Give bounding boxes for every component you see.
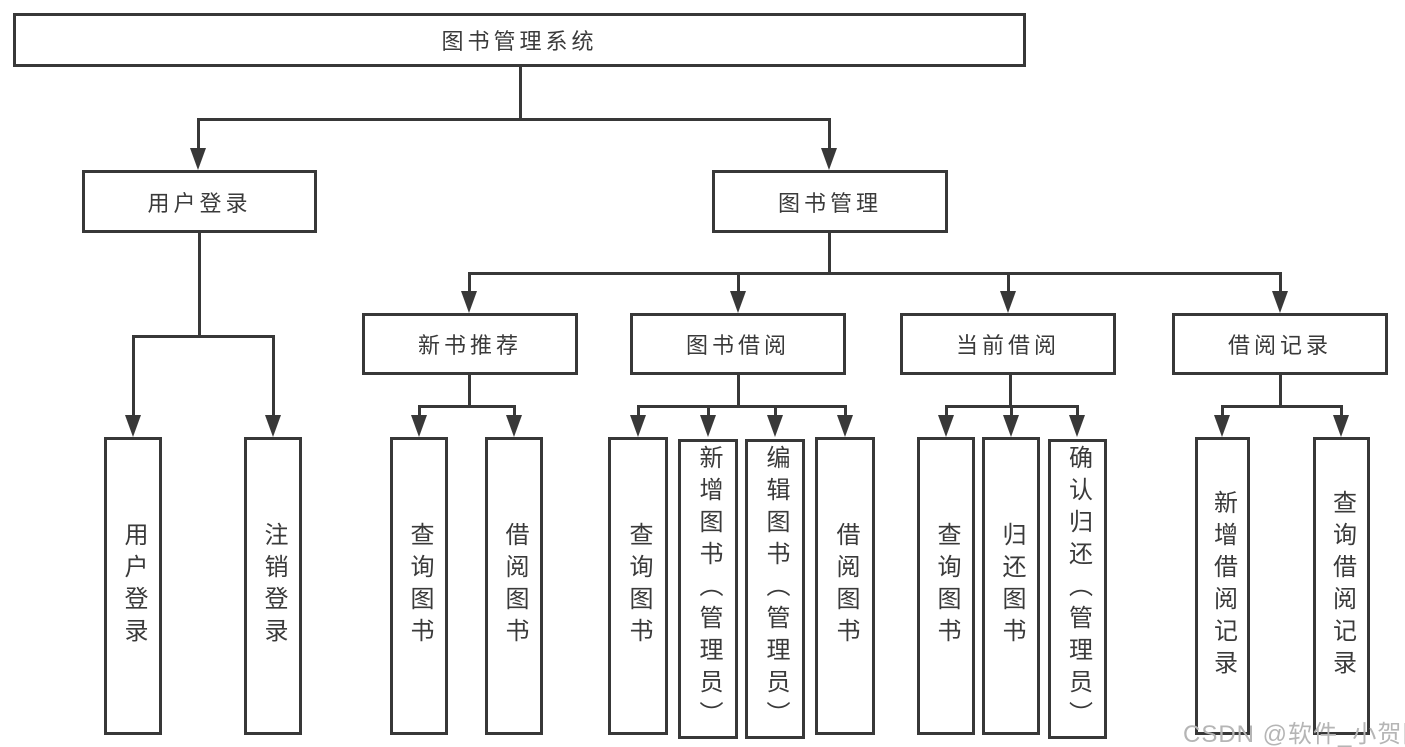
- connector-borrowing-records-stem: [1279, 375, 1282, 405]
- connector-book-management-hbar: [468, 272, 1282, 275]
- leaf-borrowing-add-book-admin: 新增图书（管理员）: [678, 439, 738, 739]
- node-current-borrowing: 当前借阅: [900, 313, 1116, 375]
- node-user-login: 用户登录: [82, 170, 317, 233]
- connector-root-stem: [519, 67, 522, 118]
- connector-new-book-recommend-stem: [468, 375, 471, 405]
- connector-drop: [1076, 405, 1079, 417]
- arrow-down-icon: [767, 415, 783, 437]
- arrow-down-icon: [1272, 291, 1288, 313]
- leaf-borrowing-query-book: 查询图书: [608, 437, 668, 735]
- connector-drop: [774, 405, 777, 417]
- connector-user-login-stem: [198, 233, 201, 335]
- arrow-down-icon: [821, 148, 837, 170]
- leaf-recommend-query-book: 查询图书: [390, 437, 448, 735]
- connector-root-hbar: [197, 118, 831, 121]
- arrow-down-icon: [461, 291, 477, 313]
- connector-book-borrowing-hbar: [637, 405, 846, 408]
- arrow-down-icon: [700, 415, 716, 437]
- connector-drop-book-borrowing: [737, 272, 740, 295]
- node-root: 图书管理系统: [13, 13, 1026, 67]
- arrow-down-icon: [1000, 291, 1016, 313]
- connector-current-borrowing-stem: [1009, 375, 1012, 405]
- connector-drop: [1221, 405, 1224, 417]
- connector-book-borrowing-stem: [737, 375, 740, 405]
- connector-drop: [945, 405, 948, 417]
- arrow-down-icon: [506, 415, 522, 437]
- leaf-logout: 注销登录: [244, 437, 302, 735]
- connector-drop-leaf-logout: [272, 335, 275, 417]
- connector-drop: [637, 405, 640, 417]
- connector-drop-borrowing-records: [1279, 272, 1282, 295]
- connector-drop: [1340, 405, 1343, 417]
- arrow-down-icon: [938, 415, 954, 437]
- connector-book-management-stem: [828, 233, 831, 272]
- arrow-down-icon: [1003, 415, 1019, 437]
- leaf-borrowing-borrow-book: 借阅图书: [815, 437, 875, 735]
- connector-drop-new-book-recommend: [468, 272, 471, 295]
- connector-drop: [707, 405, 710, 417]
- arrow-down-icon: [630, 415, 646, 437]
- connector-drop: [418, 405, 421, 417]
- arrow-down-icon: [1214, 415, 1230, 437]
- connector-drop: [1010, 405, 1013, 417]
- connector-new-book-recommend-hbar: [418, 405, 516, 408]
- arrow-down-icon: [125, 415, 141, 437]
- arrow-down-icon: [1069, 415, 1085, 437]
- connector-drop-book-management: [828, 118, 831, 150]
- leaf-current-return-book: 归还图书: [982, 437, 1040, 735]
- leaf-user-login: 用户登录: [104, 437, 162, 735]
- connector-drop-leaf-user-login: [132, 335, 135, 417]
- connector-drop: [513, 405, 516, 417]
- connector-user-login-hbar: [132, 335, 275, 338]
- node-book-borrowing: 图书借阅: [630, 313, 846, 375]
- arrow-down-icon: [837, 415, 853, 437]
- leaf-recommend-borrow-book: 借阅图书: [485, 437, 543, 735]
- arrow-down-icon: [265, 415, 281, 437]
- arrow-down-icon: [411, 415, 427, 437]
- node-new-book-recommend: 新书推荐: [362, 313, 578, 375]
- arrow-down-icon: [190, 148, 206, 170]
- arrow-down-icon: [730, 291, 746, 313]
- watermark: CSDN @软件_小贺同学: [1183, 721, 1405, 747]
- connector-drop-user-login: [197, 118, 200, 150]
- leaf-current-confirm-return-admin: 确认归还（管理员）: [1048, 439, 1107, 739]
- leaf-records-query-record: 查询借阅记录: [1313, 437, 1370, 735]
- connector-borrowing-records-hbar: [1221, 405, 1342, 408]
- node-borrowing-records: 借阅记录: [1172, 313, 1388, 375]
- leaf-current-query-book: 查询图书: [917, 437, 975, 735]
- leaf-records-add-record: 新增借阅记录: [1195, 437, 1250, 735]
- connector-drop: [844, 405, 847, 417]
- arrow-down-icon: [1333, 415, 1349, 437]
- node-book-management: 图书管理: [712, 170, 948, 233]
- connector-drop-current-borrowing: [1007, 272, 1010, 295]
- leaf-borrowing-edit-book-admin: 编辑图书（管理员）: [745, 439, 805, 739]
